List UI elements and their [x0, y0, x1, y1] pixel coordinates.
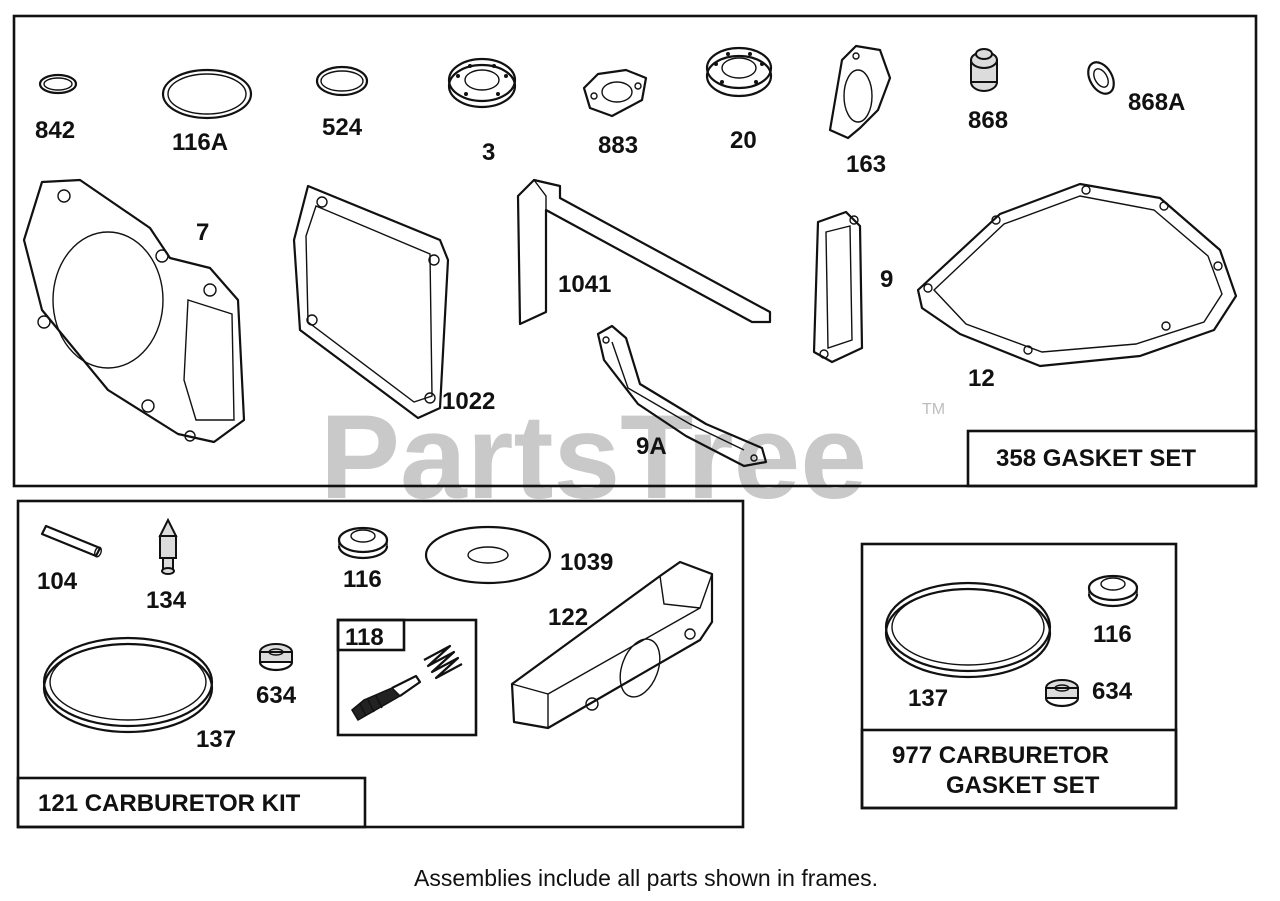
- gasket-set-border: [12, 14, 1258, 488]
- label-634-set: 634: [1092, 678, 1133, 705]
- part-104-pin[interactable]: [40, 524, 103, 558]
- part-1039-diaphragm[interactable]: [424, 525, 552, 585]
- carburetor-kit-frame: 121 CARBURETOR KIT 104 134 116 1039: [16, 499, 745, 829]
- part-883-gasket[interactable]: [582, 68, 648, 118]
- label-137: 137: [196, 726, 236, 753]
- label-116-set: 116: [1093, 621, 1132, 648]
- label-9A: 9A: [636, 433, 667, 460]
- part-163-gasket[interactable]: [828, 44, 892, 140]
- label-524: 524: [322, 114, 363, 141]
- gasket-set-frame: 358 GASKET SET 842 116A 524 3: [12, 14, 1258, 488]
- carb-gasket-set-frame: 977 CARBURETOR GASKET SET 137 116 634: [860, 542, 1178, 810]
- part-137-oring-set[interactable]: [884, 581, 1052, 679]
- part-9A-gasket[interactable]: [596, 324, 768, 468]
- subframe-118-border: [336, 618, 478, 737]
- gasket-set-title: 358 GASKET SET: [996, 445, 1196, 472]
- part-116-washer[interactable]: [337, 526, 389, 560]
- part-134-inlet-needle[interactable]: [158, 517, 178, 575]
- label-20: 20: [730, 127, 757, 154]
- part-9-gasket[interactable]: [812, 210, 864, 364]
- subframe-118-title-box: [336, 618, 406, 652]
- label-1039: 1039: [560, 549, 613, 576]
- part-12-crankcase-gasket[interactable]: [916, 182, 1238, 368]
- label-1041: 1041: [558, 271, 611, 298]
- label-842: 842: [35, 117, 75, 144]
- label-7: 7: [196, 219, 209, 246]
- carburetor-kit-title-box: [16, 776, 367, 829]
- carburetor-kit-title: 121 CARBURETOR KIT: [38, 790, 301, 817]
- label-868: 868: [968, 107, 1008, 134]
- part-524-oring[interactable]: [315, 65, 369, 97]
- part-842-oring[interactable]: [38, 73, 78, 95]
- watermark: PartsTree TM: [320, 390, 945, 524]
- carb-gasket-set-title-box: [860, 728, 1178, 810]
- label-134: 134: [146, 587, 187, 614]
- part-1022-gasket[interactable]: [292, 184, 450, 420]
- part-868A-washer[interactable]: [1083, 58, 1119, 98]
- label-116: 116: [343, 566, 382, 593]
- label-868A: 868A: [1128, 89, 1185, 116]
- carb-gasket-set-title-line1: 977 CARBURETOR: [892, 742, 1109, 769]
- label-137-set: 137: [908, 685, 948, 712]
- label-9: 9: [880, 266, 893, 293]
- part-118-mixture-screw: [351, 674, 422, 722]
- label-122: 122: [548, 604, 588, 631]
- label-883: 883: [598, 132, 638, 159]
- part-868-fitting[interactable]: [970, 48, 998, 92]
- label-163: 163: [846, 151, 886, 178]
- part-634-washer[interactable]: [258, 643, 294, 672]
- part-7-head-gasket[interactable]: [22, 178, 246, 444]
- watermark-trademark: TM: [922, 401, 945, 418]
- watermark-text: PartsTree: [320, 390, 867, 524]
- part-116A-oring[interactable]: [161, 68, 253, 120]
- footer-caption: Assemblies include all parts shown in fr…: [414, 865, 878, 891]
- gasket-set-title-box: [966, 429, 1258, 488]
- part-122-spacer[interactable]: [510, 560, 714, 730]
- label-634: 634: [256, 682, 297, 709]
- part-137-oring[interactable]: [42, 636, 214, 734]
- label-1022: 1022: [442, 388, 495, 415]
- label-3: 3: [482, 139, 495, 166]
- label-118: 118: [345, 624, 384, 651]
- part-1041-strip[interactable]: [516, 178, 772, 326]
- carburetor-kit-border: [16, 499, 745, 829]
- label-116A: 116A: [172, 129, 228, 156]
- part-118-spring: [423, 644, 463, 680]
- carb-gasket-set-title-line2: GASKET SET: [946, 772, 1100, 799]
- label-12: 12: [968, 365, 995, 392]
- part-118-subassembly[interactable]: 118: [336, 618, 478, 737]
- part-634-washer-set[interactable]: [1044, 679, 1080, 708]
- label-104: 104: [37, 568, 78, 595]
- part-20-oil-seal[interactable]: [705, 46, 773, 98]
- part-3-oil-seal[interactable]: [447, 57, 517, 109]
- part-116-washer-set[interactable]: [1087, 574, 1139, 608]
